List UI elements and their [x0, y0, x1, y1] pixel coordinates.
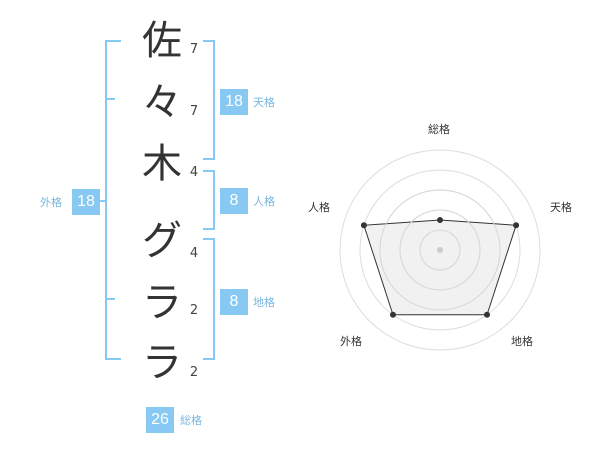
radar-series-polygon [363, 219, 517, 316]
radar-point [360, 222, 367, 229]
radar-grid-circle [339, 149, 541, 351]
radar-point [437, 217, 443, 223]
radar-point [389, 311, 396, 318]
name-char: ラ [142, 280, 182, 326]
tenkaku-value: 18 [220, 89, 248, 115]
stroke-count: 2 [189, 365, 199, 380]
tenkaku-label: 天格 [253, 96, 275, 109]
radar-grid-circle [379, 189, 501, 311]
radar-grid-circle [359, 169, 521, 331]
jinkaku-value: 8 [220, 188, 248, 214]
stroke-count: 4 [189, 165, 199, 180]
name-char: 々 [142, 80, 182, 126]
radar-center-dot [437, 247, 443, 253]
soukaku-label: 総格 [180, 414, 202, 427]
stroke-count: 4 [189, 246, 199, 261]
chikaku-value: 8 [220, 289, 248, 315]
gaikaku-value: 18 [72, 189, 100, 215]
radar-grid-circle [419, 229, 461, 271]
jinkaku-label: 人格 [253, 195, 275, 208]
chikaku-label: 地格 [253, 296, 275, 309]
radar-axis-label: 総格 [428, 123, 450, 136]
radar-axis-label: 外格 [340, 335, 362, 348]
stroke-count: 2 [189, 303, 199, 318]
radar-axis-label: 天格 [550, 201, 572, 214]
name-char: 佐 [142, 18, 182, 64]
radar-axis-label: 地格 [511, 335, 533, 348]
radar-axis-label: 人格 [308, 201, 330, 214]
stroke-count: 7 [189, 104, 199, 119]
radar-point [484, 311, 491, 318]
name-char: 木 [142, 141, 182, 187]
radar-grid-circle [399, 209, 481, 291]
name-char: グ [142, 218, 182, 264]
soukaku-value: 26 [146, 407, 174, 433]
radar-point [513, 222, 520, 229]
name-char: ラ [142, 340, 182, 386]
stroke-count: 7 [189, 42, 199, 57]
gaikaku-label: 外格 [40, 196, 62, 209]
